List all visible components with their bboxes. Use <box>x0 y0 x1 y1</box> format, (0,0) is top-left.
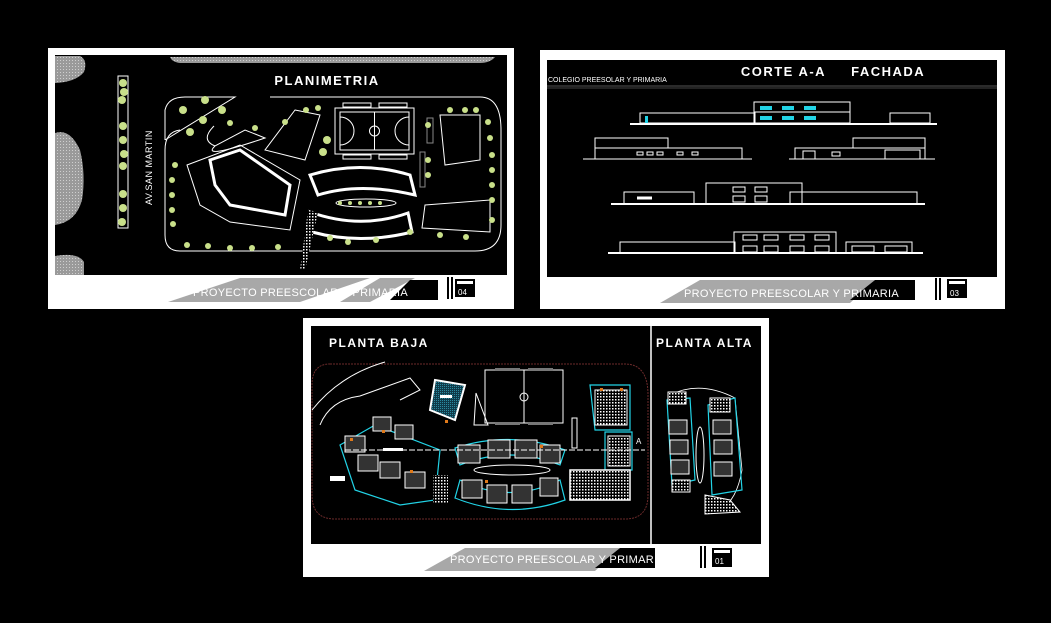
site-path <box>206 125 267 152</box>
sheet-title: CORTE A-A FACHADA <box>741 64 925 79</box>
title-block: PROYECTO PREESCOLAR Y PRIMARIA 03 <box>660 278 967 303</box>
sheet-number: 03 <box>950 289 959 298</box>
site-path <box>164 96 237 141</box>
section-a-a <box>630 101 937 125</box>
project-banner: PROYECTO PREESCOLAR Y PRIMARIA <box>193 287 408 299</box>
sheet-planimetria[interactable]: AV.SAN MARTIN PLANIMETRIA <box>48 48 514 309</box>
sheet-number: 01 <box>715 557 724 566</box>
sheet-plantas[interactable]: PLANTA BAJA PLANTA ALTA <box>303 318 769 577</box>
building-wing-west <box>186 144 301 231</box>
central-patio <box>335 198 397 208</box>
street-median <box>117 75 129 229</box>
elevation-west <box>583 137 752 160</box>
street-label: AV.SAN MARTIN <box>144 130 154 205</box>
gray-area <box>55 56 86 83</box>
gray-area <box>55 132 84 225</box>
section-marker: A <box>636 437 642 446</box>
street-trees <box>118 79 128 226</box>
sheet-subtitle: COLEGIO PREESOLAR Y PRIMARIA <box>548 77 667 84</box>
site-outline <box>164 96 502 252</box>
ground-floor-plan: A <box>311 361 649 520</box>
sports-court <box>334 107 415 155</box>
elevation-north <box>611 182 925 205</box>
patio-trees <box>338 201 382 205</box>
drawing-area <box>55 55 507 275</box>
planta-alta-title: PLANTA ALTA <box>656 336 753 350</box>
site-trees <box>169 96 495 251</box>
project-banner: PROYECTO PREESCOLAR Y PRIMARIA <box>684 288 899 300</box>
title-block: PROYECTO PREESCOLAR Y PRIMARIA 01 <box>424 546 732 571</box>
building-east <box>439 114 481 166</box>
elevation-south <box>608 231 923 254</box>
sheet-title: PLANIMETRIA <box>274 73 379 88</box>
gray-area <box>170 57 495 63</box>
title-block: PROYECTO PREESCOLAR Y PRIMARIA 04 <box>168 277 475 302</box>
sheet-corte-fachada[interactable]: CORTE A-A FACHADA COLEGIO PREESOLAR Y PR… <box>540 50 1005 309</box>
gray-area <box>55 254 84 275</box>
planta-baja-title: PLANTA BAJA <box>329 336 429 350</box>
drawing-area <box>311 326 761 544</box>
building-southeast <box>421 199 491 233</box>
building-wing-north <box>307 166 418 198</box>
drawing-area <box>547 60 997 277</box>
building-block <box>264 109 321 161</box>
project-banner: PROYECTO PREESCOLAR Y PRIMARIA <box>450 554 665 566</box>
elevation-east <box>789 137 935 160</box>
upper-floor-plan <box>666 387 743 515</box>
sheet-number: 04 <box>458 288 467 297</box>
